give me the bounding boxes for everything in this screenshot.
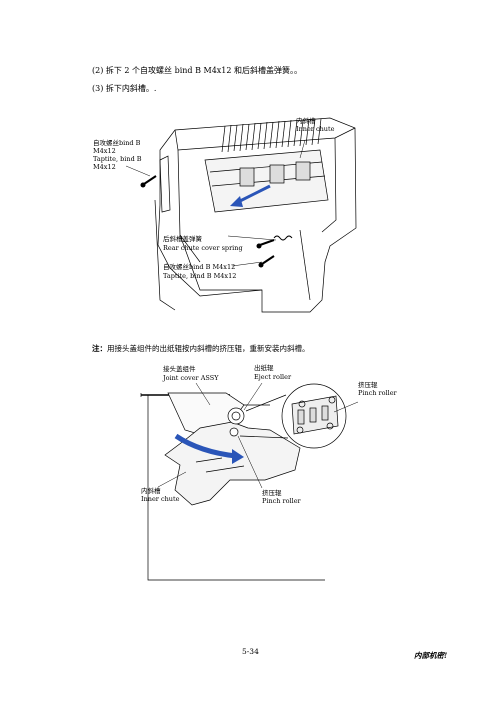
label-spring-en: Rear chute cover spring [163, 244, 243, 252]
confidential-mark: 内部机密! [414, 651, 448, 660]
reinstall-note: 注：用接头盖组件的出纸辊按内斜槽的挤压辊，重新安装内斜槽。 [92, 344, 310, 354]
note-text: 用接头盖组件的出纸辊按内斜槽的挤压辊，重新安装内斜槽。 [107, 344, 310, 353]
label-inner-chute2-en: Inner chute [141, 495, 180, 503]
label-joint-cover-en: Joint cover ASSY [163, 374, 219, 382]
screw-left-icon [140, 175, 157, 188]
label-screw-bottom-en: Taptite, bind B M4x12 [163, 272, 237, 280]
screw-bottom-2-icon [258, 255, 275, 268]
label-inner-chute-en: Inner chute [296, 125, 335, 133]
note-prefix: 注： [92, 344, 107, 353]
eject-roller [227, 407, 245, 425]
install-arrow [174, 433, 237, 459]
base-frame [147, 395, 325, 581]
label-screw-left-2: M4x12 [93, 147, 116, 155]
grille-ribs [221, 118, 322, 153]
machine-frame [157, 117, 357, 313]
label-spring-cn: 后斜槽盖弹簧 [163, 235, 202, 243]
label-pinch-roller-bottom-en: Pinch roller [262, 497, 301, 505]
screw-bottom-1-icon [256, 239, 275, 249]
label-pinch-roller-bottom-cn: 挤压辊 [262, 489, 282, 497]
label-joint-cover-cn: 接头盖组件 [163, 365, 196, 373]
label-inner-chute2-cn: 内斜槽 [141, 487, 161, 495]
page-number: 5-34 [242, 647, 259, 656]
removal-arrow [235, 184, 271, 205]
label-screw-left-1: 自攻螺丝bind B [93, 139, 141, 147]
spring-icon [273, 235, 293, 241]
step-3-text: (3) 拆下内斜槽。. [92, 84, 157, 93]
label-eject-roller-cn: 出纸辊 [254, 364, 274, 372]
label-eject-roller-en: Eject roller [254, 373, 292, 381]
label-pinch-roller-right-en: Pinch roller [358, 389, 397, 397]
step-2-text: (2) 拆下 2 个自攻螺丝 bind B M4x12 和后斜槽盖弹簧。。 [92, 66, 303, 75]
label-screw-left-4: M4x12 [93, 163, 116, 171]
label-screw-bottom-cn: 自攻螺丝bind B M4x12 [163, 263, 236, 271]
label-pinch-roller-right-cn: 挤压辊 [358, 381, 378, 389]
label-inner-chute-cn: 内斜槽 [296, 117, 316, 125]
label-screw-left-3: Taptite, bind B [93, 155, 142, 163]
